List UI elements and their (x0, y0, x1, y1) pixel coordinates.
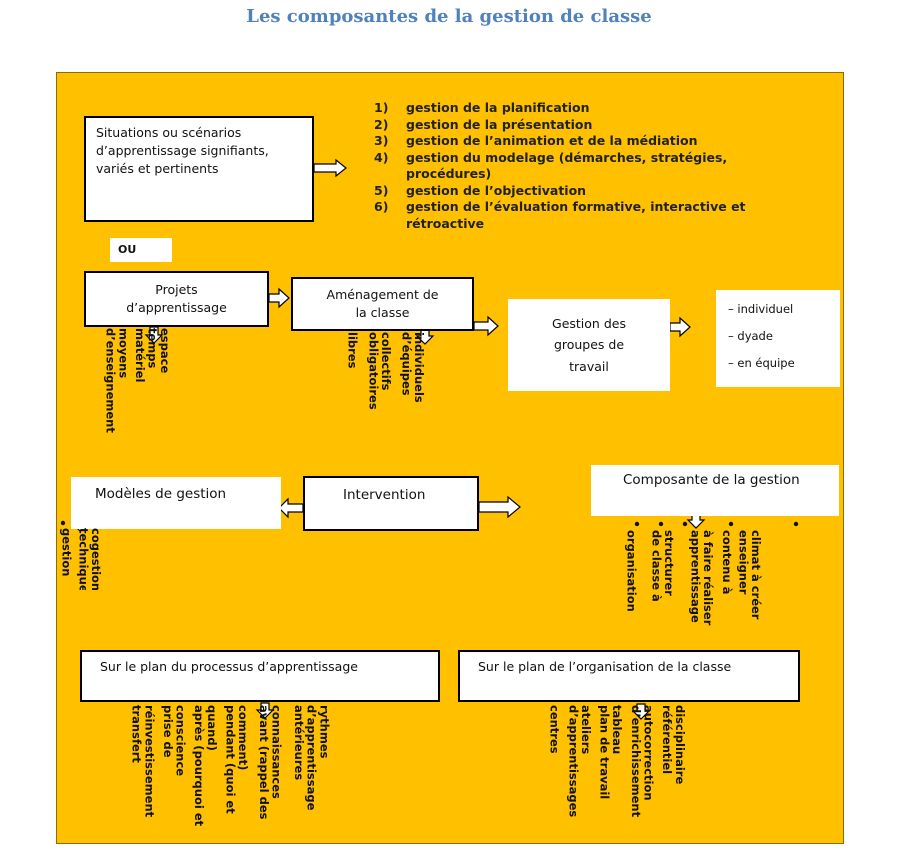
processus-label: Sur le plan du processus d’apprentissage (100, 659, 358, 674)
list-item: conscience (173, 705, 188, 777)
list-item: contenu à (719, 530, 734, 595)
list-item: réinvestissement (142, 705, 157, 818)
list-item: avant (rappel des (256, 705, 271, 820)
list-item: connaissances (269, 705, 284, 799)
list-item: pendant (quoi et (223, 705, 238, 814)
list-item: gestion (60, 528, 74, 577)
list-item: collectifs (378, 332, 393, 391)
projets-box: Projets d’apprentissage (84, 271, 269, 327)
intervention-label: Intervention (343, 487, 426, 503)
list-item: transfert (129, 705, 144, 763)
list-item: espace (158, 328, 173, 374)
modeles-box: Modèles de gestion (71, 477, 281, 529)
groupes-box: Gestion des groupes de travail (508, 299, 670, 391)
situations-box: Situations ou scénarios d’apprentissage … (84, 116, 314, 222)
amenagement-box: Aménagement de la classe (291, 277, 474, 331)
list-item: 4)gestion du modelage (démarches, straté… (374, 149, 728, 182)
processus-list: rythmes d’apprentissage antérieures conn… (124, 705, 332, 827)
projets-label: Projets d’apprentissage (126, 281, 227, 315)
list-item: organisation (624, 530, 639, 612)
list-item: centres (547, 705, 562, 754)
list-item: 2)gestion de la présentation (374, 116, 593, 132)
intervention-box: Intervention (303, 476, 479, 531)
list-item: libres (345, 332, 360, 369)
list-item: référentiel (660, 705, 675, 775)
list-item: à faire réaliser (701, 530, 716, 626)
modeles-label: Modèles de gestion (95, 486, 227, 502)
projets-list: espace temps matériel moyens d’enseignem… (100, 328, 173, 433)
ou-box: OU (110, 238, 172, 262)
list-item: tableau (610, 705, 625, 755)
list-item: rythmes d’apprentissage (304, 705, 332, 811)
list-item: climat à créer (749, 530, 764, 620)
list-item: 5)gestion de l’objectivation (374, 182, 587, 198)
composante-label: Composante de la gestion (623, 472, 800, 488)
list-item: matériel (132, 328, 147, 383)
list-item: technique (76, 528, 91, 590)
list-item: comment) (236, 705, 251, 771)
list-item: d’équipes (399, 332, 414, 396)
amenagement-list: individuels d’équipes collectifs obligat… (345, 332, 427, 422)
list-item: quand) (204, 705, 219, 751)
list-item: apprentissage (688, 530, 703, 623)
list-item: d’apprentissages (566, 705, 581, 818)
organisation-list: disciplinaire référentiel autocorrection… (547, 705, 687, 827)
list-item: individuels (412, 332, 427, 403)
list-item: moyens d’enseignement (103, 328, 131, 433)
list-item: ateliers (578, 705, 593, 755)
list-item: autocorrection (641, 705, 656, 801)
list-item: cogestion (88, 528, 102, 590)
situations-label: Situations ou scénarios d’apprentissage … (96, 125, 269, 177)
list-item: de classe à (649, 530, 664, 602)
mode-item: – individuel (728, 302, 794, 316)
groupes-label: Gestion des groupes de travail (552, 316, 626, 374)
list-item: d’enrichissement (628, 705, 643, 818)
list-item: après (pourquoi et (192, 705, 207, 827)
amenagement-label: Aménagement de la classe (326, 286, 439, 320)
list-item: 3)gestion de l’animation et de la médiat… (374, 133, 698, 148)
list-item: obligatoires (366, 332, 381, 410)
composante-list: climat à créer enseigner contenu à à fai… (624, 530, 764, 630)
mode-item: – dyade (728, 329, 773, 344)
list-item: structurer (661, 530, 676, 596)
list-item: 6)gestion de l’évaluation formative, int… (374, 199, 746, 231)
list-item: enseigner (736, 530, 751, 595)
composante-box: Composante de la gestion (591, 465, 839, 516)
organisation-label: Sur le plan de l’organisation de la clas… (478, 659, 732, 674)
list-item: prise de (160, 705, 175, 758)
page-title: Les composantes de la gestion de classe (246, 6, 652, 27)
list-item: antérieures (292, 705, 307, 781)
processus-box: Sur le plan du processus d’apprentissage (80, 650, 440, 702)
list-item: plan de travail (597, 705, 612, 800)
gestion-list: 1)gestion de la planification 2)gestion … (374, 100, 794, 232)
mode-item: – en équipe (728, 356, 795, 371)
organisation-box: Sur le plan de l’organisation de la clas… (458, 650, 800, 702)
list-item: 1)gestion de la planification (374, 100, 590, 115)
list-item: temps (145, 328, 160, 369)
list-item: disciplinaire (672, 705, 687, 785)
groupes-modes-box: – individuel – dyade – en équipe (716, 290, 840, 387)
modeles-list: cogestion technique gestion (60, 528, 102, 590)
